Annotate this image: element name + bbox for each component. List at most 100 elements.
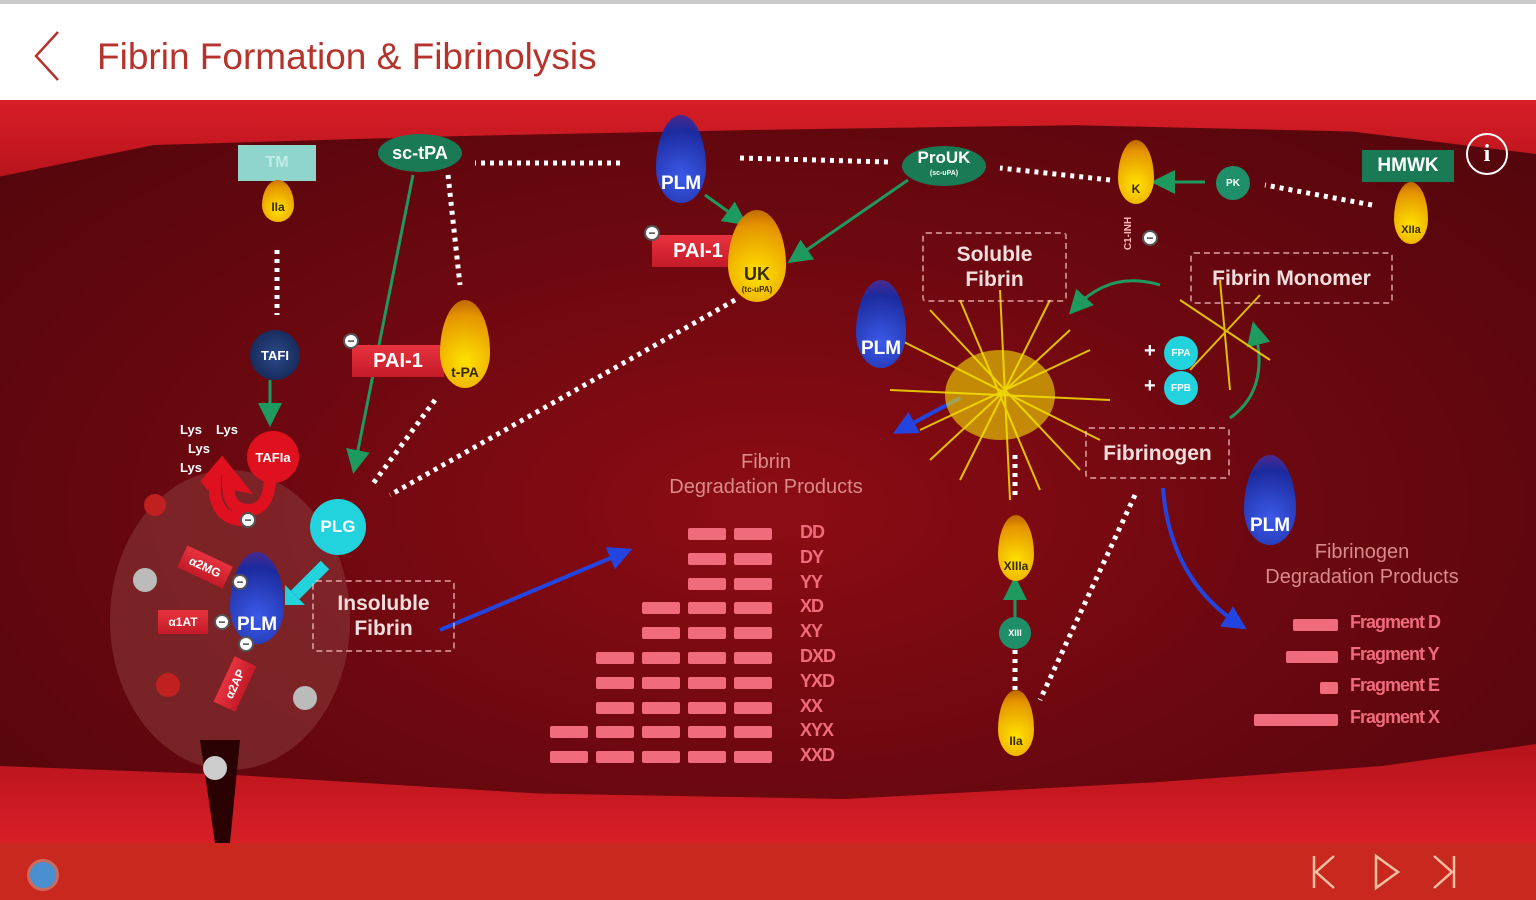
fdp-item-label: XYX — [800, 720, 834, 741]
fragment-shape — [596, 701, 634, 714]
bottom-bar — [0, 843, 1536, 900]
uk-drop: UK (tc-uPA) — [728, 210, 786, 302]
fgdp-title-line1: Fibrinogen — [1314, 541, 1410, 563]
fibrinogen-box: Fibrinogen — [1085, 427, 1230, 479]
fragment-shape — [734, 751, 772, 764]
fragment-shape — [642, 701, 680, 714]
fdp-item-label: XY — [800, 621, 823, 642]
inhibit-icon: − — [238, 636, 254, 652]
plus-icon: + — [1144, 375, 1156, 397]
fgdp-item-label: Fragment E — [1350, 675, 1440, 695]
inhibit-icon: − — [644, 225, 660, 241]
fragment-shape — [1286, 650, 1338, 663]
fragment-shape — [642, 652, 680, 664]
back-chevron-icon[interactable] — [30, 28, 66, 84]
fdp-item-label: XX — [800, 695, 823, 716]
xiiia-drop: XIIIa — [998, 515, 1034, 581]
fragment-shape — [688, 652, 726, 664]
fdp-title: Fibrin Degradation Products — [640, 450, 892, 500]
fragment-shape — [642, 726, 680, 739]
progress-dot-icon[interactable] — [27, 859, 59, 891]
last-slide-icon[interactable] — [1428, 852, 1462, 892]
fragment-shape — [550, 751, 588, 764]
fragment-shape — [688, 577, 726, 590]
fdp-item-label: DY — [800, 546, 824, 567]
page-title: Fibrin Formation & Fibrinolysis — [97, 36, 597, 77]
fragment-shape — [688, 528, 726, 540]
fgdp-title: Fibrinogen Degradation Products — [1236, 540, 1488, 590]
fragment-shape — [734, 602, 772, 615]
fdp-item-label: XXD — [800, 745, 835, 766]
fragment-shape — [688, 701, 726, 714]
fdp-item-label: YY — [800, 571, 823, 592]
first-slide-icon[interactable] — [1308, 852, 1342, 892]
fpb-circle: FPB — [1164, 371, 1198, 405]
fragment-shape — [734, 701, 772, 714]
fragment-shape — [688, 552, 726, 565]
fragment-shape — [596, 676, 634, 689]
fgdp-title-line2: Degradation Products — [1265, 566, 1459, 588]
c1-inh-label: C1-INH — [1123, 216, 1135, 251]
plm-drop-soluble: PLM — [856, 280, 906, 368]
fragment-shape — [734, 652, 772, 664]
status-strip — [0, 0, 1536, 4]
sc-tpa-ellipse: sc-tPA — [378, 134, 462, 172]
fragment-shape — [596, 751, 634, 764]
fragment-shape — [642, 627, 680, 640]
prouk-label: ProUK — [917, 148, 971, 167]
xiii-circle: XIII — [999, 617, 1031, 649]
fdp-item-label: YXD — [800, 670, 835, 691]
inhibit-icon: − — [232, 574, 248, 590]
tafia-circle: TAFIa — [247, 431, 299, 483]
info-icon[interactable]: i — [1466, 133, 1508, 175]
fragment-shape — [688, 751, 726, 764]
soluble-fibrin-box: Soluble Fibrin — [922, 232, 1067, 302]
a1at-box: α1AT — [158, 610, 208, 634]
fdp-item-label: XD — [800, 596, 824, 617]
fragment-shape — [688, 602, 726, 615]
pai1-left-box: PAI-1 — [352, 345, 444, 377]
fragment-shape — [734, 577, 772, 590]
fibrin-monomer-box: Fibrin Monomer — [1190, 252, 1393, 304]
fragment-shape — [734, 726, 772, 739]
inhibit-icon: − — [343, 333, 359, 349]
fdp-title-line1: Fibrin — [740, 451, 791, 473]
fragment-shape — [688, 726, 726, 739]
insoluble-fibrin-box: Insoluble Fibrin — [312, 580, 455, 652]
fragment-shape — [734, 627, 772, 640]
lys-label: Lys — [180, 460, 202, 475]
inhibit-icon: − — [1142, 230, 1158, 246]
pathway-arrows — [110, 155, 1373, 843]
fragment-shape — [642, 751, 680, 764]
tm-box: TM — [238, 145, 316, 181]
lys-label: Lys — [180, 422, 202, 437]
play-icon[interactable] — [1370, 852, 1404, 892]
plm-drop-fibrinogen: PLM — [1244, 455, 1296, 545]
fragment-shape — [550, 726, 588, 739]
fragment-shape — [734, 676, 772, 689]
fragment-shape — [1293, 619, 1338, 631]
insoluble-fibrin-line1: Insoluble — [337, 592, 430, 615]
lys-label: Lys — [216, 422, 238, 437]
iia-drop-top: IIa — [262, 180, 294, 222]
fragment-shape — [1254, 713, 1338, 726]
fdp-item-label: DXD — [800, 646, 836, 666]
fdp-title-line2: Degradation Products — [669, 476, 863, 498]
fragment-shape — [734, 552, 772, 565]
insoluble-fibrin-line2: Fibrin — [354, 617, 413, 640]
tafi-circle: TAFI — [250, 330, 300, 380]
fgdp-item-label: Fragment Y — [1350, 643, 1440, 664]
k-drop: K — [1118, 140, 1154, 204]
fpa-circle: FPA — [1164, 336, 1198, 370]
inhibit-icon: − — [214, 614, 230, 630]
plm-drop-top: PLM — [656, 115, 706, 203]
inhibit-icon: − — [240, 512, 256, 528]
prouk-ellipse: ProUK (sc-uPA) — [902, 146, 986, 186]
fragment-shape — [642, 602, 680, 615]
soluble-fibrin-line2: Fibrin — [965, 268, 1024, 291]
iia-drop-bottom: IIa — [998, 690, 1034, 756]
fragment-shape — [1320, 682, 1338, 694]
fragment-shape — [688, 627, 726, 640]
pk-circle: PK — [1216, 166, 1250, 200]
fragment-shape — [596, 726, 634, 739]
